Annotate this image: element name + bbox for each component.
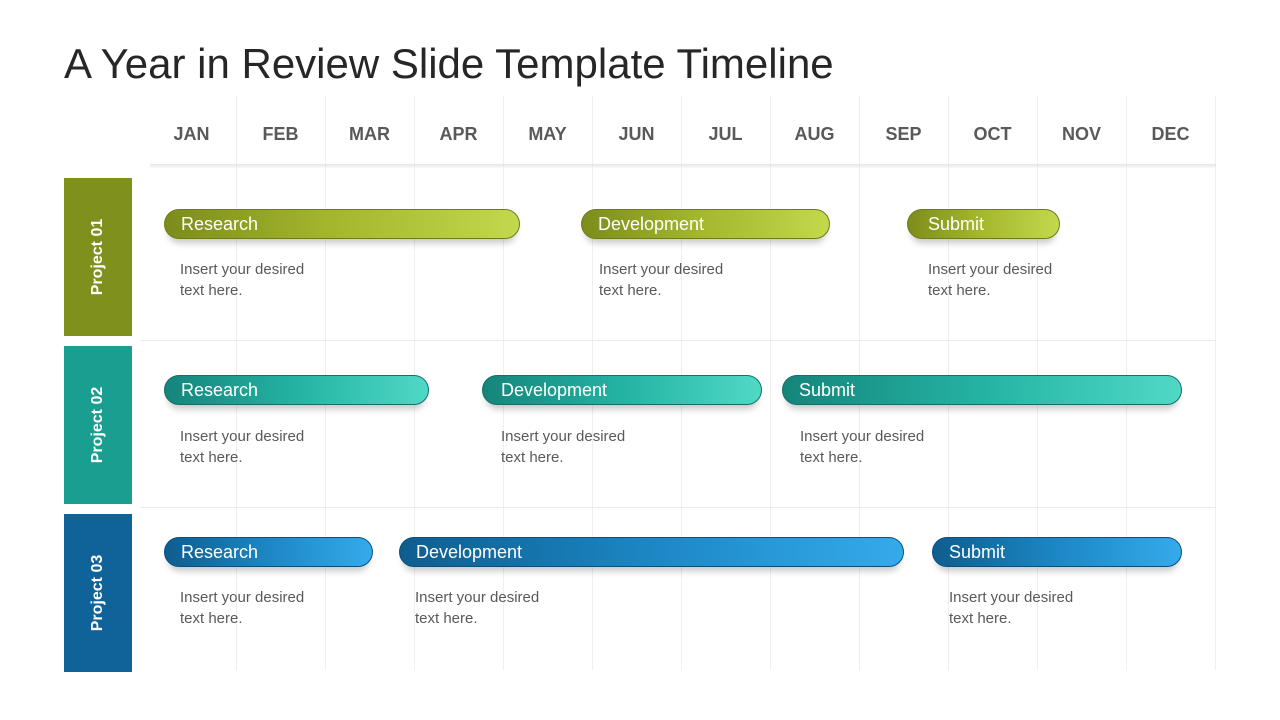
month-oct: OCT (973, 124, 1012, 144)
month-sep: SEP (885, 124, 922, 144)
desc-line: text here. (180, 610, 243, 627)
project-03-development-bar: Development (399, 537, 904, 567)
project-03-research-bar: Research (164, 537, 373, 567)
slide-title: A Year in Review Slide Template Timeline (64, 40, 834, 87)
month-may: MAY (528, 124, 567, 144)
month-header-shadow (150, 164, 1216, 169)
desc-line: Insert your desired (180, 261, 305, 278)
desc-line: text here. (501, 449, 564, 466)
project-03-label: Project 03 (64, 514, 132, 672)
desc-line: text here. (928, 282, 991, 299)
project-02-research-bar: Research (164, 375, 429, 405)
desc-line: Insert your desired (501, 428, 626, 445)
project-02-submit-bar: Submit (782, 375, 1182, 405)
month-mar: MAR (349, 124, 390, 144)
project-02-development-desc: Insert your desired text here. (501, 426, 661, 468)
project-01-research-bar: Research (164, 209, 520, 239)
project-02-label: Project 02 (64, 346, 132, 504)
project-02-development-bar: Development (482, 375, 762, 405)
desc-line: Insert your desired (180, 589, 305, 606)
project-01-label: Project 01 (64, 178, 132, 336)
desc-line: Insert your desired (415, 589, 540, 606)
project-02-submit-desc: Insert your desired text here. (800, 426, 960, 468)
project-label-text: Project 03 (89, 554, 107, 632)
project-03-development-desc: Insert your desired text here. (415, 587, 575, 629)
desc-line: text here. (949, 610, 1012, 627)
project-03-research-desc: Insert your desired text here. (180, 587, 340, 629)
desc-line: Insert your desired (949, 589, 1074, 606)
project-03-submit-bar: Submit (932, 537, 1182, 567)
project-01-development-bar: Development (581, 209, 830, 239)
desc-line: text here. (415, 610, 478, 627)
month-nov: NOV (1061, 124, 1101, 144)
project-02-research-desc: Insert your desired text here. (180, 426, 340, 468)
desc-line: text here. (180, 449, 243, 466)
project-01-submit-desc: Insert your desired text here. (928, 259, 1088, 301)
project-01-research-desc: Insert your desired text here. (180, 259, 340, 301)
desc-line: text here. (800, 449, 863, 466)
desc-line: Insert your desired (928, 261, 1053, 278)
month-jan: JAN (173, 124, 210, 144)
grid-line (1215, 96, 1216, 670)
month-jun: JUN (618, 124, 655, 144)
desc-line: Insert your desired (800, 428, 925, 445)
desc-line: Insert your desired (180, 428, 305, 445)
desc-line: text here. (180, 282, 243, 299)
row-separator (140, 340, 1216, 341)
month-apr: APR (439, 124, 478, 144)
desc-line: text here. (599, 282, 662, 299)
row-separator (140, 507, 1216, 508)
project-03-submit-desc: Insert your desired text here. (949, 587, 1109, 629)
month-aug: AUG (794, 124, 835, 144)
month-dec: DEC (1151, 124, 1190, 144)
project-01-development-desc: Insert your desired text here. (599, 259, 759, 301)
desc-line: Insert your desired (599, 261, 724, 278)
project-01-submit-bar: Submit (907, 209, 1060, 239)
grid-line (770, 96, 771, 670)
month-feb: FEB (262, 124, 299, 144)
project-label-text: Project 01 (89, 218, 107, 296)
month-jul: JUL (708, 124, 743, 144)
project-label-text: Project 02 (89, 386, 107, 464)
